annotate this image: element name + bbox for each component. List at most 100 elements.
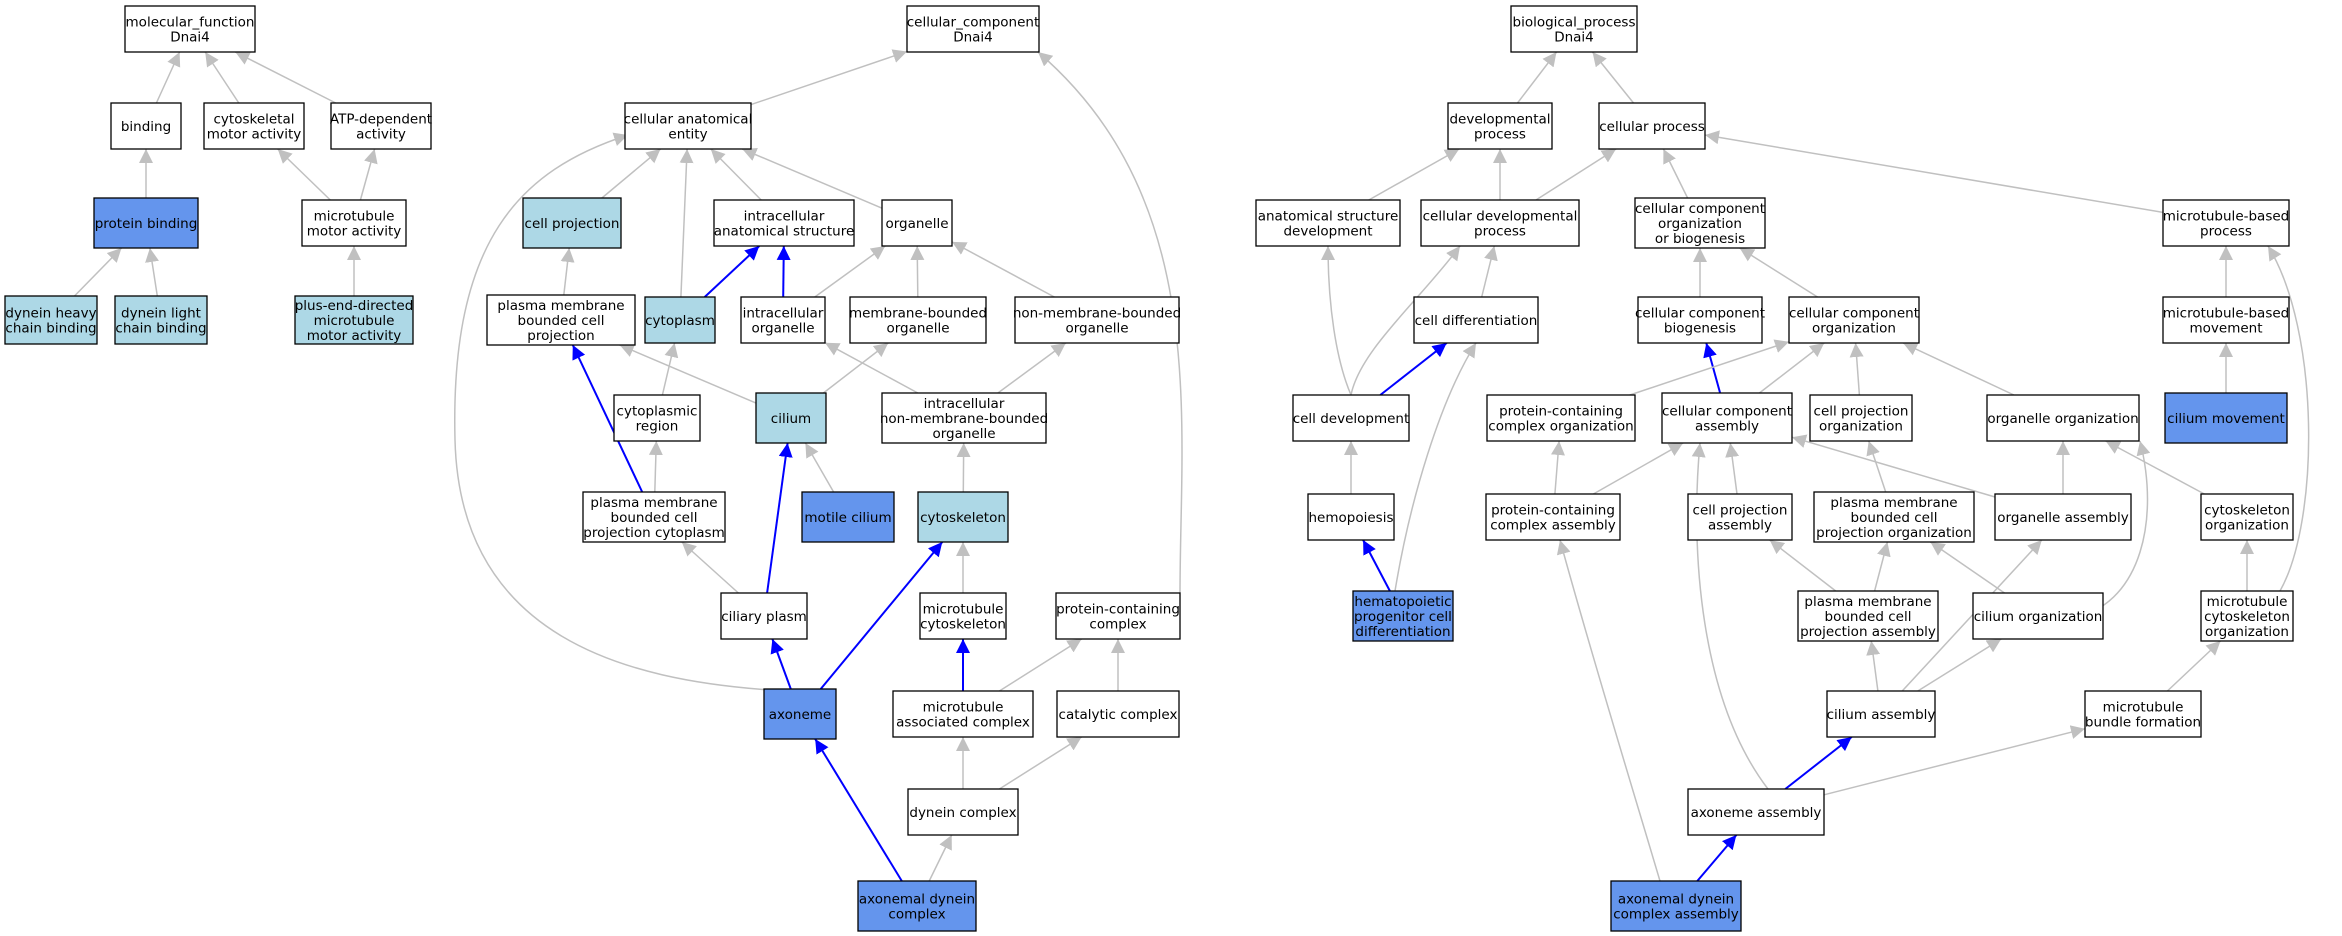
edge-b4-to-b2: [1368, 148, 1460, 201]
term-node-b8[interactable]: cell differentiation: [1413, 296, 1539, 344]
term-label-line: cellular component: [1789, 306, 1919, 322]
term-label-line: plus-end-directed: [295, 298, 414, 314]
term-node-b18[interactable]: hemopoiesis: [1307, 493, 1395, 541]
term-node-n5[interactable]: protein binding: [93, 197, 199, 249]
term-label-line: bounded cell: [1825, 609, 1912, 625]
term-node-c15[interactable]: motile cilium: [801, 491, 895, 543]
term-node-c13[interactable]: intracellularnon-membrane-boundedorganel…: [880, 392, 1048, 444]
edge-c2-to-c1: [750, 49, 908, 106]
edge-b15-to-b10: [1849, 342, 1864, 396]
term-node-c17[interactable]: ciliary plasm: [720, 592, 808, 640]
term-node-b17[interactable]: cilium movement: [2164, 392, 2288, 444]
term-box: [881, 392, 1047, 444]
term-node-b22[interactable]: organelle assembly: [1994, 493, 2132, 541]
term-box: [1610, 880, 1742, 932]
term-node-c20[interactable]: axoneme: [763, 688, 837, 740]
term-node-c5[interactable]: organelle: [881, 199, 953, 247]
term-node-c23[interactable]: dynein complex: [907, 788, 1019, 836]
term-label-line: Dnai4: [953, 30, 993, 46]
term-label-line: non-membrane-bounded: [880, 411, 1048, 427]
term-label-line: organization: [2205, 624, 2289, 640]
term-node-c16[interactable]: cytoskeleton: [917, 491, 1009, 543]
term-label-line: intracellular: [924, 396, 1005, 412]
edge-c5-to-c2: [742, 148, 883, 209]
term-box: [644, 296, 716, 344]
edge-c14-to-c11: [648, 440, 663, 493]
term-node-c22[interactable]: catalytic complex: [1056, 690, 1180, 738]
term-label-line: complex organization: [1488, 419, 1633, 435]
term-node-c3[interactable]: cell projection: [522, 197, 622, 249]
edge-b25-to-b20: [1769, 539, 1837, 592]
edge-c20-to-c16: [819, 541, 944, 690]
term-node-b30[interactable]: axoneme assembly: [1687, 788, 1825, 836]
edge-b19-to-b13: [1551, 440, 1565, 495]
term-box: [1788, 296, 1920, 344]
term-label-line: ciliary plasm: [721, 609, 807, 625]
term-node-b16[interactable]: organelle organization: [1986, 394, 2140, 442]
term-box: [114, 295, 208, 345]
term-node-b3[interactable]: cellular process: [1598, 102, 1706, 150]
edge-b31-to-b19: [1556, 539, 1661, 882]
edge-b20-to-b14: [1725, 442, 1740, 495]
term-node-b28[interactable]: cilium assembly: [1826, 690, 1936, 738]
term-box: [1634, 197, 1766, 249]
edge-c21-to-c19: [998, 638, 1083, 692]
term-node-n2[interactable]: binding: [110, 102, 182, 150]
term-label-line: cilium movement: [2167, 411, 2285, 427]
term-label-line: complex: [888, 907, 945, 923]
term-box: [2200, 493, 2294, 541]
term-node-b12[interactable]: cell development: [1292, 394, 1410, 442]
edge-b12-to-b4: [1321, 245, 1352, 396]
term-label-line: molecular_function: [126, 15, 255, 31]
term-node-b26[interactable]: cilium organization: [1972, 592, 2104, 640]
edge-b27-to-b7: [2267, 245, 2310, 592]
term-node-c12[interactable]: cilium: [755, 392, 827, 444]
term-label-line: associated complex: [896, 715, 1030, 731]
term-label-line: cellular developmental: [1423, 209, 1578, 225]
edge-c8-to-c5: [814, 245, 886, 298]
term-node-c7[interactable]: cytoplasm: [644, 296, 716, 344]
term-box: [1413, 296, 1539, 344]
